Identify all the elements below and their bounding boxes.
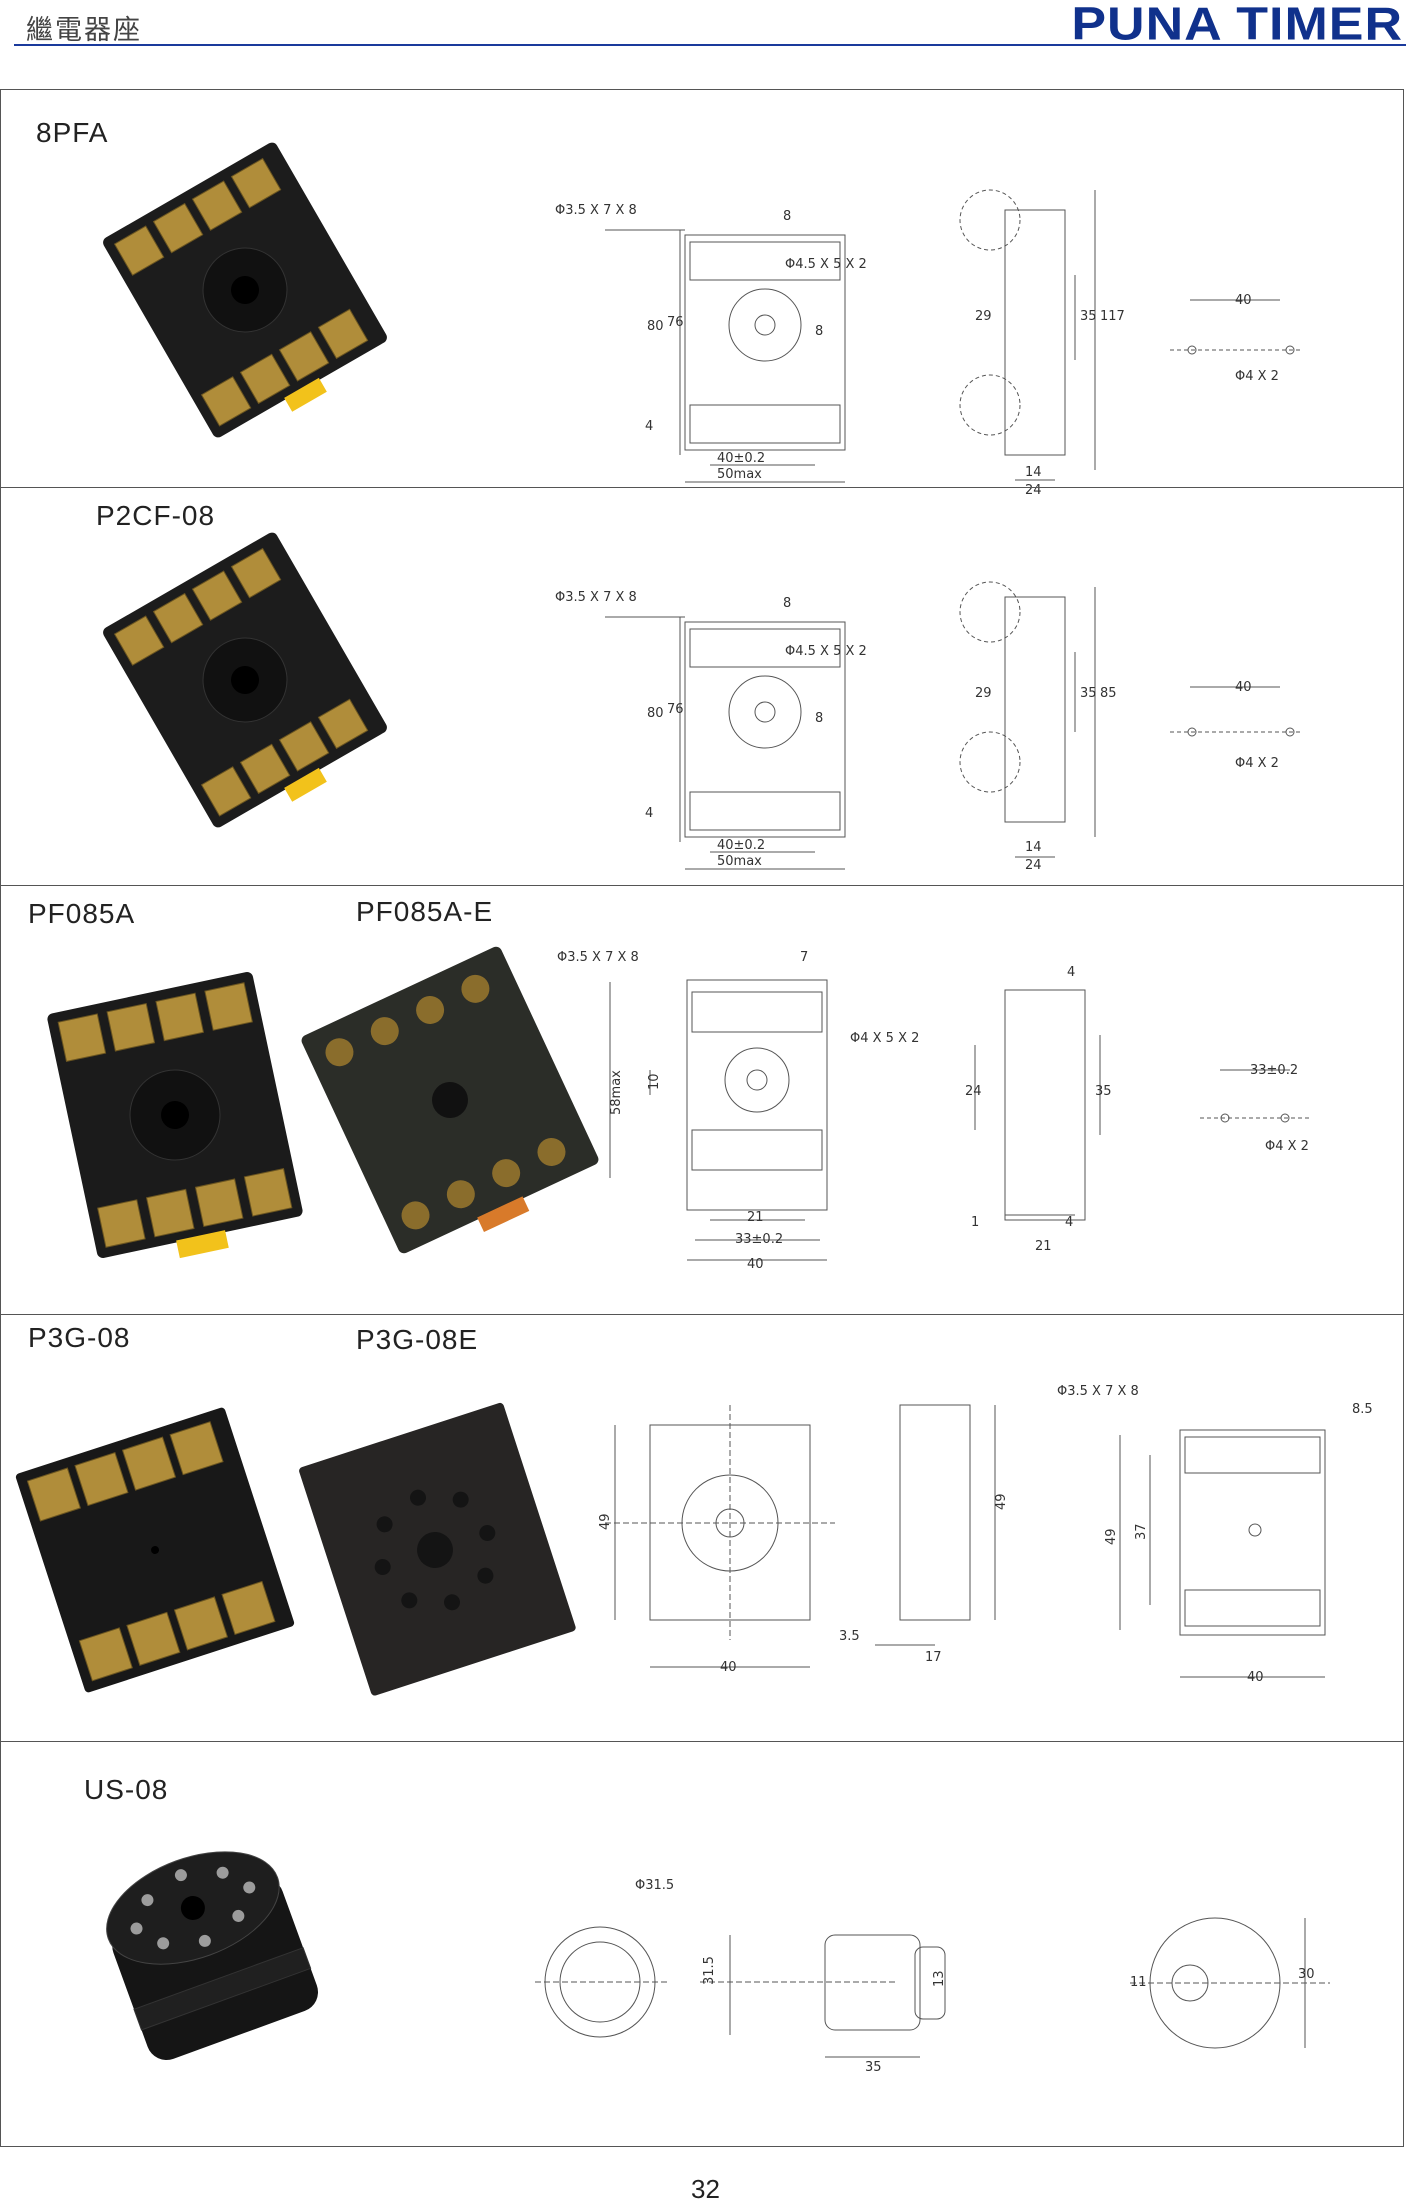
dimension-label: 8: [783, 596, 791, 611]
model-label: PF085A-E: [356, 896, 494, 927]
dimension-label: 4: [1065, 1215, 1073, 1230]
model-label: PF085A: [28, 898, 136, 929]
dimension-label: Φ4.5 X 5 X 2: [785, 257, 867, 272]
dimension-label: 35: [1080, 686, 1097, 701]
product-photo-p3g-08e: [299, 1402, 576, 1696]
dimension-label: 80: [647, 319, 664, 334]
header-rule: [14, 44, 1406, 46]
dimension-drawing-side: 4 24 35 1 4 21 33±0.2 Φ4 X 2: [965, 965, 1310, 1254]
dimension-label: 80: [647, 706, 664, 721]
dimension-label: 117: [1100, 309, 1125, 324]
dimension-label: Φ4.5 X 5 X 2: [785, 644, 867, 659]
dimension-label: 24: [965, 1084, 982, 1099]
dimension-label: 40: [747, 1257, 764, 1272]
dimension-label: 21: [1035, 1239, 1052, 1254]
dimension-label: 76: [667, 315, 684, 330]
dimension-label: 49: [994, 1493, 1009, 1510]
dimension-label: Φ3.5 X 7 X 8: [555, 590, 637, 605]
dimension-label: 4: [1067, 965, 1075, 980]
model-label: P2CF-08: [96, 500, 216, 531]
dimension-label: 33±0.2: [1250, 1063, 1298, 1078]
dimension-label: 21: [747, 1210, 764, 1225]
dimension-label: 85: [1100, 686, 1117, 701]
dimension-label: 58max: [609, 1070, 624, 1115]
dimension-label: 8: [783, 209, 791, 224]
product-photo-pf085a-e: [301, 946, 599, 1254]
row-divider: [0, 487, 1404, 488]
dimension-label: 30: [1298, 1967, 1315, 1982]
dimension-label: 14: [1025, 465, 1042, 480]
row-divider: [0, 885, 1404, 886]
dimension-label: 37: [1134, 1523, 1149, 1540]
dimension-label: Φ31.5: [635, 1878, 674, 1893]
dimension-label: 4: [645, 419, 653, 434]
dimension-label: 49: [598, 1513, 613, 1530]
dimension-label: 10: [647, 1073, 662, 1090]
dimension-label: 50max: [717, 467, 762, 482]
dimension-label: 11: [1130, 1975, 1147, 1990]
model-label: 8PFA: [36, 117, 109, 148]
dimension-label: 13: [932, 1970, 947, 1987]
dimension-label: Φ4 X 2: [1235, 369, 1279, 384]
dimension-label: 49: [1104, 1528, 1119, 1545]
dimension-label: Φ3.5 X 7 X 8: [557, 950, 639, 965]
dimension-label: 8: [815, 324, 823, 339]
dimension-label: 8.5: [1352, 1402, 1373, 1417]
dimension-label: 4: [645, 806, 653, 821]
dimension-label: 33±0.2: [735, 1232, 783, 1247]
dimension-label: 35: [1095, 1084, 1112, 1099]
dimension-label: 40: [1235, 293, 1252, 308]
dimension-label: 35: [1080, 309, 1097, 324]
product-photo-8pfa: [103, 142, 387, 438]
dimension-label: 40±0.2: [717, 451, 765, 466]
dimension-drawing-side: 49 3.5 17: [839, 1404, 1009, 1665]
dimension-label: 31.5: [702, 1956, 717, 1985]
model-label: US-08: [84, 1774, 169, 1805]
dimension-drawing-front: 49 40: [598, 1405, 835, 1675]
dimension-drawing-rear: 11 30: [1130, 1917, 1330, 2049]
dimension-drawing-front-side: Φ31.5 31.5 13 35: [535, 1878, 947, 2075]
dimension-drawing-front: Φ3.5 X 7 X 8 Φ4.5 X 5 X 2 8 80 76 8 4 40…: [555, 203, 867, 483]
model-label: P3G-08: [28, 1322, 131, 1353]
dimension-label: 40: [1247, 1670, 1264, 1685]
dimension-label: 29: [975, 309, 992, 324]
dimension-label: Φ4 X 2: [1265, 1139, 1309, 1154]
dimension-label: 29: [975, 686, 992, 701]
dimension-label: 76: [667, 702, 684, 717]
dimension-label: 14: [1025, 840, 1042, 855]
dimension-drawing-front: Φ3.5 X 7 X 8 Φ4.5 X 5 X 2 8 80 76 8 4 40…: [555, 590, 867, 870]
dimension-label: 24: [1025, 483, 1042, 498]
dimension-label: 3.5: [839, 1629, 860, 1644]
dimension-label: 50max: [717, 854, 762, 869]
dimension-drawing-mount: Φ3.5 X 7 X 8 8.5 49 37 40: [1057, 1385, 1373, 1685]
product-photo-us-08: [106, 1851, 319, 2061]
dimension-drawing-front: Φ3.5 X 7 X 8 Φ4 X 5 X 2 7 58max 10 21 33…: [557, 950, 919, 1272]
product-photo-p2cf-08: [103, 532, 387, 828]
dimension-drawing-side: 29 35 85 14 24 40 Φ4 X 2: [959, 581, 1300, 873]
product-photo-pf085a: [47, 972, 303, 1259]
row-divider: [0, 1314, 1404, 1315]
catalog-category-title: 繼電器座: [26, 15, 142, 46]
dimension-drawing-side: 29 35 117 14 24 40 Φ4 X 2: [959, 189, 1300, 498]
product-photo-p3g-08: [15, 1407, 295, 1693]
dimension-label: 1: [971, 1215, 979, 1230]
dimension-label: Φ3.5 X 7 X 8: [555, 203, 637, 218]
dimension-label: 17: [925, 1650, 942, 1665]
dimension-label: Φ4 X 5 X 2: [850, 1031, 919, 1046]
row-divider: [0, 1741, 1404, 1742]
dimension-label: Φ3.5 X 7 X 8: [1057, 1385, 1139, 1399]
dimension-label: Φ4 X 2: [1235, 756, 1279, 771]
page-number: 32: [691, 2174, 720, 2204]
dimension-label: 24: [1025, 858, 1042, 873]
dimension-label: 40: [720, 1660, 737, 1675]
dimension-label: 40: [1235, 680, 1252, 695]
brand-logo: PUNA TIMER: [1071, 0, 1403, 51]
dimension-label: 35: [865, 2060, 882, 2075]
dimension-label: 7: [800, 950, 808, 965]
model-label: P3G-08E: [356, 1324, 479, 1355]
dimension-label: 40±0.2: [717, 838, 765, 853]
product-table: [0, 89, 1404, 2147]
dimension-label: 8: [815, 711, 823, 726]
